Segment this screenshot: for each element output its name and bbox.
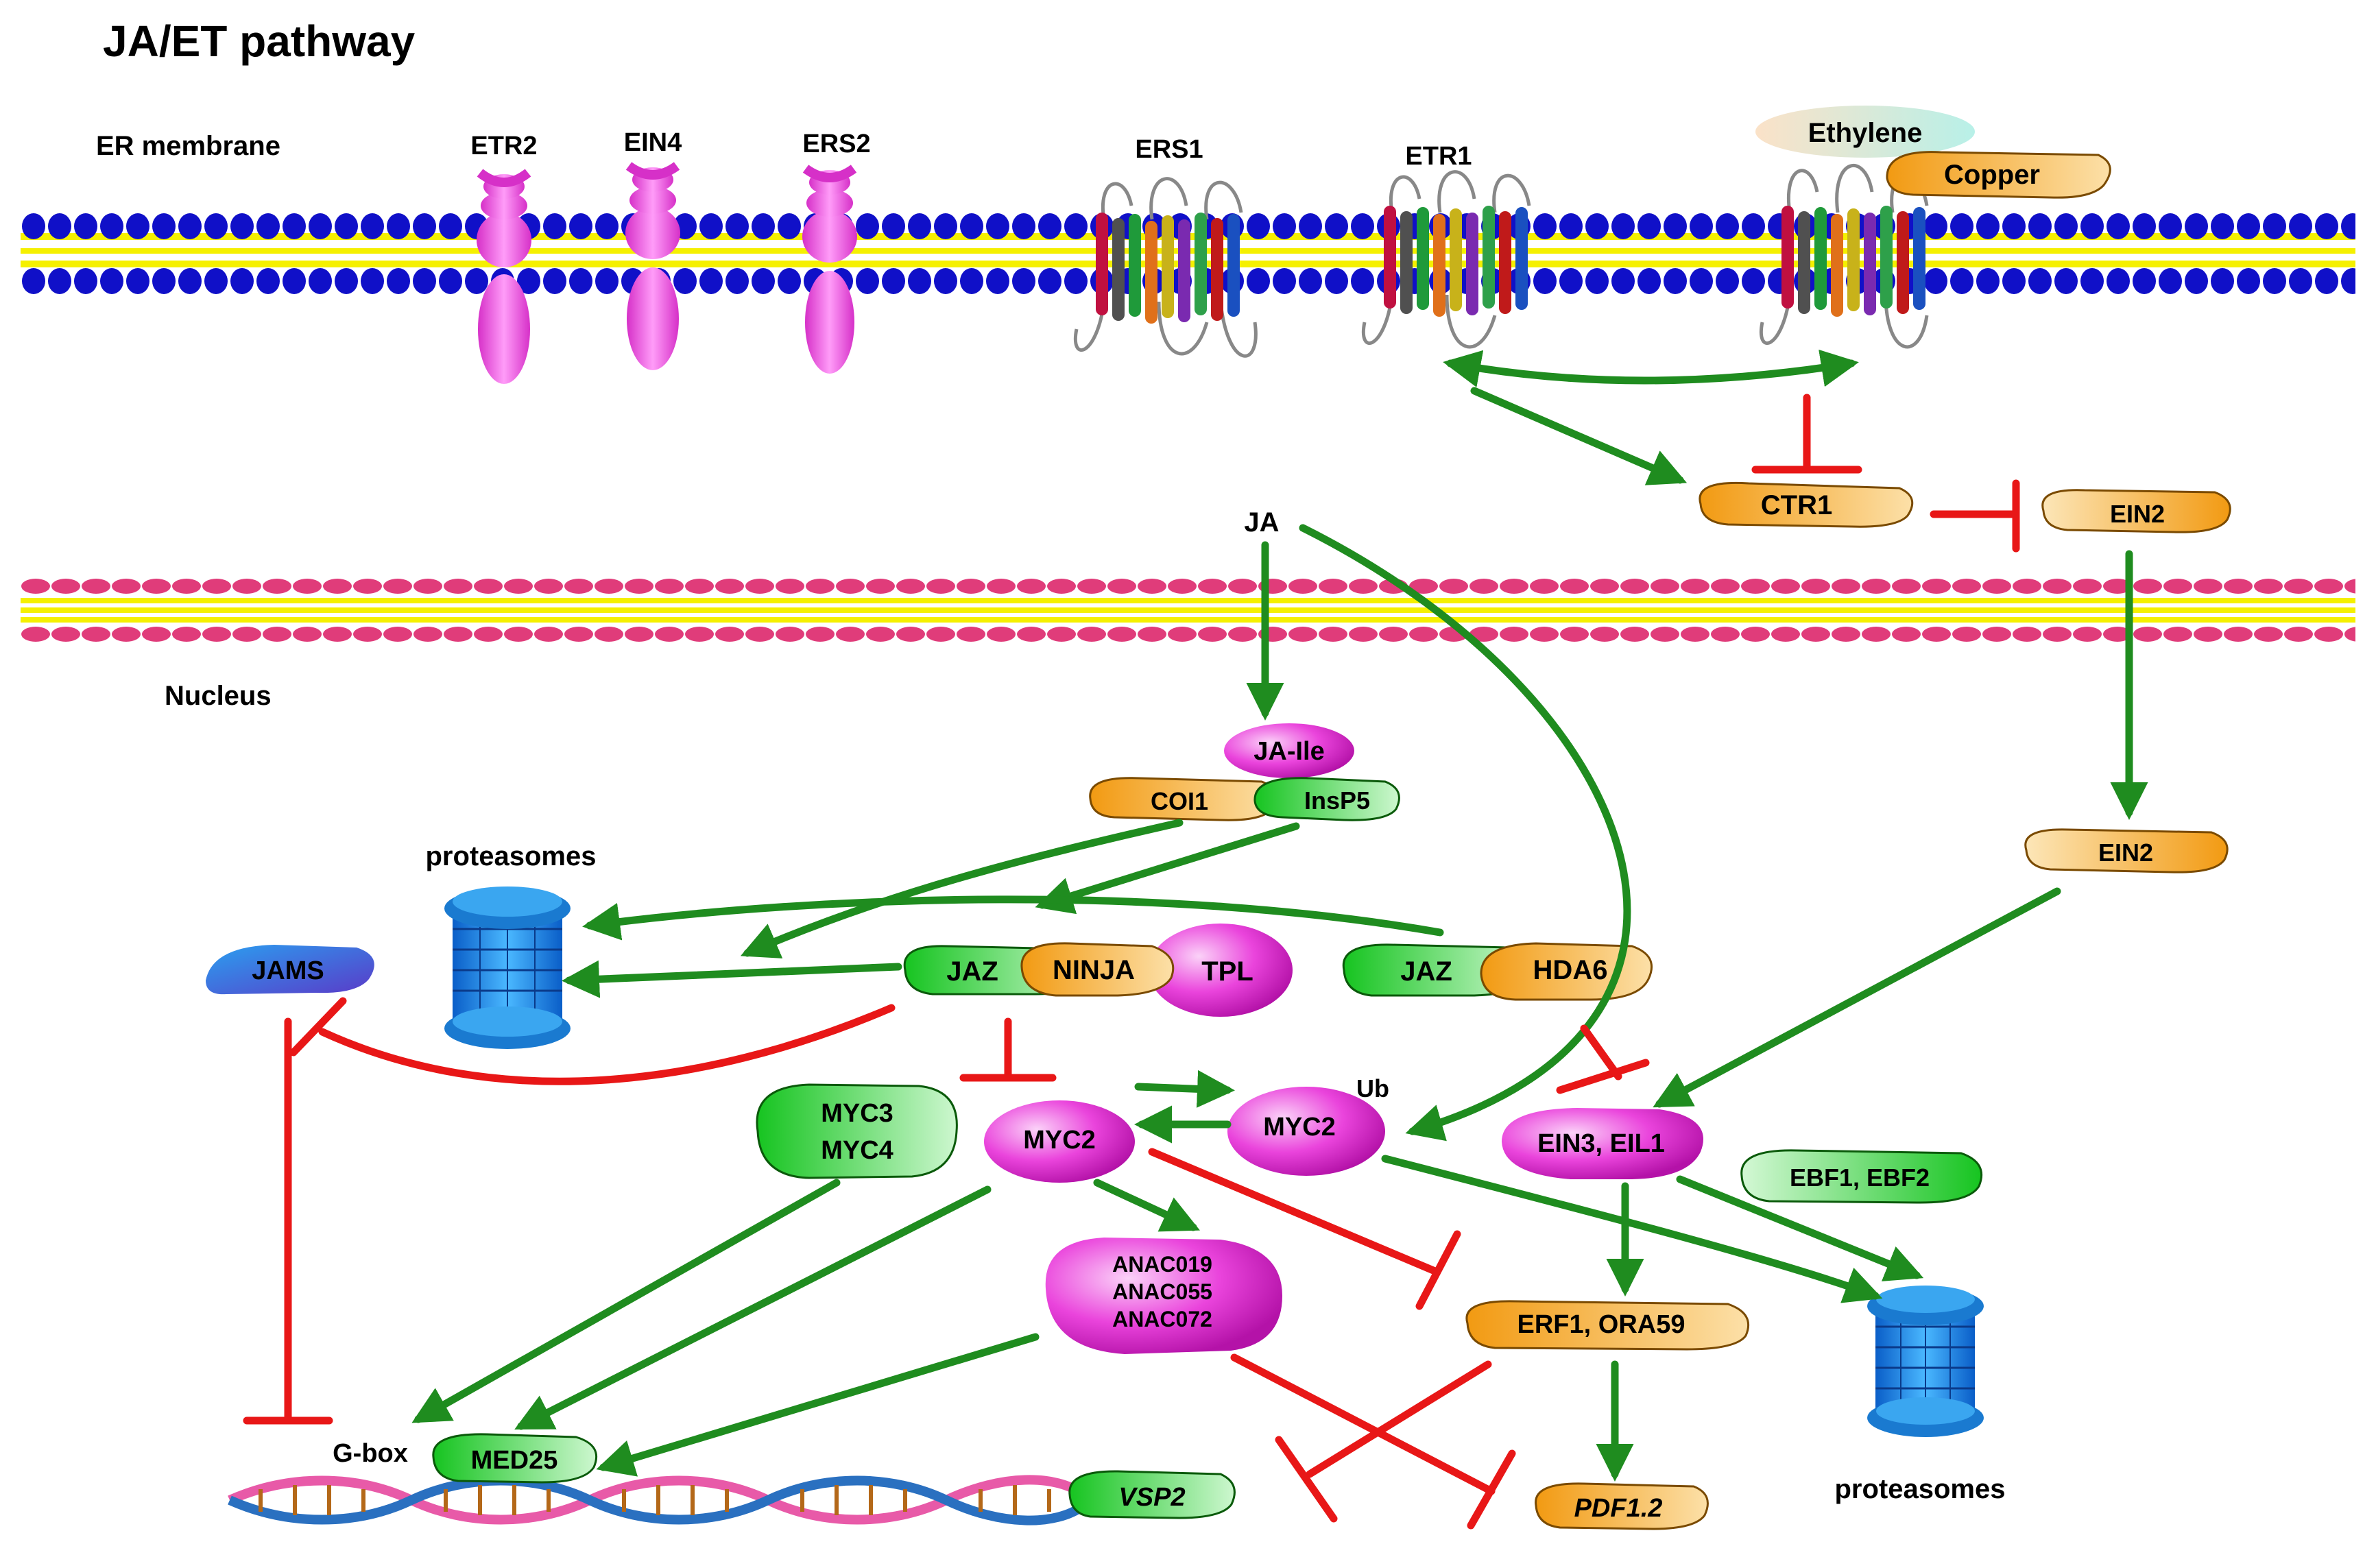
copper-label: Copper: [1944, 160, 2040, 190]
med25-label: MED25: [471, 1446, 558, 1475]
inhibit-anac-pdf12: [1230, 1353, 1516, 1530]
myc3-myc4-node: MYC3 MYC4: [756, 1083, 958, 1179]
jaz-2-label: JAZ: [1400, 956, 1452, 987]
jams-label: JAMS: [252, 956, 324, 985]
nuclear-membrane: [21, 572, 2355, 648]
ebf1-ebf2-node: EBF1, EBF2: [1740, 1149, 1983, 1204]
dna-helix: [228, 1475, 1087, 1525]
ctr1-node: CTR1: [1699, 481, 1914, 528]
ja-ile-node: JA-Ile: [1224, 723, 1354, 778]
jaz-ninja-tpl-complex: TPL JAZ NINJA: [903, 924, 1293, 1017]
proteasomes-bottom-label: proteasomes: [1835, 1474, 2006, 1504]
insp5-node: InsP5: [1253, 777, 1400, 821]
inhibit-erf1-vsp2: [1275, 1360, 1492, 1523]
etr1-label: ETR1: [1405, 142, 1472, 171]
arrow-insp5-to-jaz: [1035, 822, 1300, 915]
inhibit-hda6-ein3: [1556, 1024, 1650, 1094]
receptor-ers1: ERS1: [1074, 135, 1258, 358]
ebf1-ebf2-label: EBF1, EBF2: [1790, 1163, 1930, 1192]
arrow-ein3-to-proteasome: [1676, 1175, 1924, 1281]
med25-node: MED25: [432, 1433, 598, 1484]
inhibit-ctr1-ein2: [1930, 479, 2020, 553]
ein3-eil1-node: EIN3, EIL1: [1502, 1108, 1703, 1179]
myc4-label: MYC4: [821, 1136, 893, 1165]
receptor-etr2: ETR2: [470, 132, 538, 384]
ein2-top-label: EIN2: [2110, 500, 2165, 528]
ein2-bottom-node: EIN2: [2024, 828, 2229, 873]
ub-label: Ub: [1356, 1074, 1389, 1102]
receptor-ein4: EIN4: [624, 128, 682, 370]
ninja-label: NINJA: [1053, 955, 1135, 985]
ers1-label: ERS1: [1135, 135, 1203, 164]
receptor-ers2: ERS2: [802, 130, 871, 374]
myc2-left-label: MYC2: [1023, 1126, 1096, 1155]
vsp2-label: VSP2: [1118, 1483, 1185, 1512]
myc2-right-node: MYC2: [1227, 1087, 1385, 1176]
anac072-label: ANAC072: [1112, 1307, 1212, 1331]
inhibit-myc2-erf1: [1148, 1148, 1461, 1310]
jams-node: JAMS: [206, 945, 374, 995]
arrow-myc2-left-to-right: [1134, 1070, 1235, 1108]
arrow-ein2-to-ein3: [1653, 887, 2061, 1108]
ers2-label: ERS2: [802, 130, 870, 158]
proteasome-top: proteasomes: [426, 841, 597, 1049]
arrow-ja-to-myc2: [1299, 524, 1631, 1142]
hda6-label: HDA6: [1533, 955, 1608, 985]
arrow-myc2-to-anac: [1093, 1179, 1200, 1232]
receptor-etr1: ETR1: [1362, 142, 1531, 349]
myc2-left-node: MYC2: [984, 1100, 1135, 1183]
ethylene-label: Ethylene: [1808, 118, 1923, 148]
ctr1-label: CTR1: [1761, 490, 1832, 520]
receptor-ethylene-binding: [1760, 163, 1929, 349]
vsp2-node: VSP2: [1068, 1470, 1236, 1519]
arrow-anac-to-med25: [596, 1333, 1040, 1477]
proteasome-bottom: proteasomes: [1835, 1286, 2006, 1504]
arrow-etr1-receptor-bidirectional: [1443, 349, 1859, 387]
arrow-myc2-to-med25: [514, 1185, 992, 1430]
g-box-label: G-box: [333, 1439, 408, 1468]
arrow-etr1-to-ctr1: [1470, 387, 1688, 485]
ja-label: JA: [1244, 507, 1279, 538]
pdf12-label: PDF1.2: [1574, 1494, 1663, 1523]
er-membrane-label: ER membrane: [96, 131, 280, 161]
proteasomes-top-label: proteasomes: [426, 841, 597, 871]
pdf12-node: PDF1.2: [1535, 1482, 1709, 1530]
ein3-eil1-label: EIN3, EIL1: [1537, 1129, 1665, 1158]
inhibit-jams-g-box: [243, 1017, 333, 1425]
inhibit-jaz-jams: [289, 997, 896, 1085]
anac-cluster-node: ANAC019 ANAC055 ANAC072: [1045, 1238, 1282, 1354]
myc3-label: MYC3: [821, 1099, 893, 1128]
ein4-label: EIN4: [624, 128, 682, 157]
diagram-title: JA/ET pathway: [103, 16, 416, 66]
ja-ile-label: JA-Ile: [1253, 737, 1324, 766]
ein2-bottom-label: EIN2: [2098, 839, 2153, 867]
jaz-hda6-complex: JAZ HDA6: [1342, 942, 1653, 1001]
erf1-ora59-node: ERF1, ORA59: [1465, 1300, 1750, 1351]
copper-ligand: Copper: [1886, 151, 2111, 199]
inhibit-receptor-ctr1: [1751, 394, 1862, 474]
arrow-jaz-hda6-to-proteasome: [582, 895, 1444, 941]
coi1-node: COI1: [1089, 777, 1277, 821]
arrow-myc3-to-g-box: [411, 1179, 841, 1423]
coi1-label: COI1: [1151, 787, 1208, 815]
tpl-label: TPL: [1201, 956, 1253, 987]
myc2-right-label: MYC2: [1263, 1113, 1336, 1142]
anac055-label: ANAC055: [1112, 1279, 1212, 1304]
anac019-label: ANAC019: [1112, 1252, 1212, 1277]
arrow-myc2-right-to-proteasome: [1381, 1155, 1883, 1303]
arrow-jaz-ninja-to-proteasome: [562, 960, 902, 998]
arrow-coi1-to-proteasome: [740, 819, 1184, 958]
erf1-ora59-label: ERF1, ORA59: [1517, 1310, 1685, 1339]
jaz-1-label: JAZ: [946, 956, 998, 987]
inhibit-jaz-myc2: [959, 1017, 1057, 1082]
insp5-label: InsP5: [1304, 786, 1370, 815]
ein2-top-node: EIN2: [2041, 489, 2231, 533]
ethylene-ligand: Ethylene: [1755, 106, 1975, 158]
nucleus-label: Nucleus: [165, 681, 272, 711]
etr2-label: ETR2: [470, 132, 537, 160]
